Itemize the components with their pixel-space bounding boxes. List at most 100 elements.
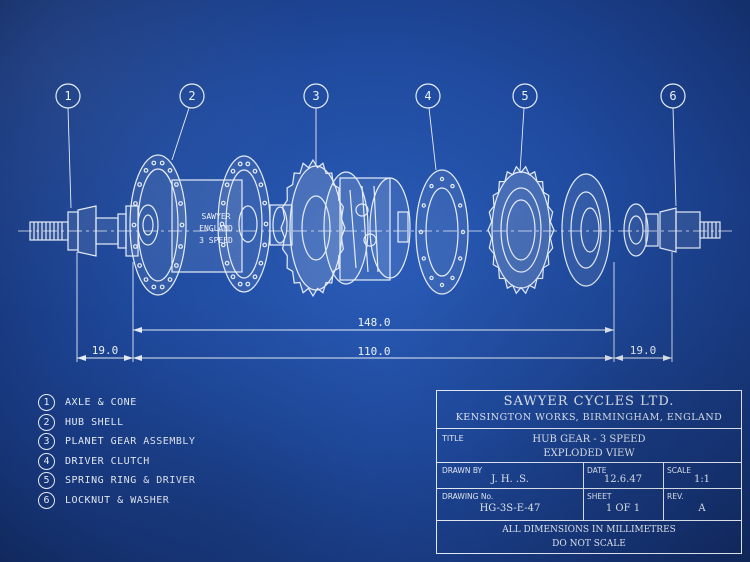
company-name: SAWYER CYCLES LTD. — [503, 394, 675, 409]
spoke-hole — [262, 242, 268, 248]
dimension-note: ALL DIMENSIONS IN MILLIMETRES — [502, 525, 676, 535]
spoke-hole — [252, 274, 258, 280]
drawing-no-value: HG-3S-E-47 — [479, 503, 541, 514]
legend-number: 4 — [38, 452, 55, 470]
spoke-hole — [159, 160, 165, 166]
callout-4: 4 — [415, 83, 441, 171]
driver-clutch-ring — [415, 169, 469, 295]
gear-teeth-outline — [487, 165, 555, 295]
spoke-hole — [137, 263, 143, 268]
sheet-label: SHEET — [587, 492, 612, 501]
title-row: TITLE HUB GEAR - 3 SPEED EXPLODED VIEW — [437, 429, 741, 463]
callout-6-label: 6 — [669, 89, 676, 103]
date-label: DATE — [587, 466, 607, 475]
axle-cone-left — [29, 205, 139, 257]
spoke-hole — [179, 222, 185, 228]
shell-text-line1: SAWYER — [202, 212, 231, 221]
scale-label: SCALE — [667, 466, 692, 475]
spoke-hole — [439, 176, 445, 182]
scale-value: 1:1 — [693, 474, 711, 485]
sheet-value: 1 OF 1 — [605, 503, 641, 514]
legend-number: 1 — [38, 394, 55, 412]
spoke-hole — [450, 275, 455, 281]
spring-ring-driver — [487, 165, 555, 295]
dimension-shell: 110.0 — [133, 345, 614, 361]
hub-shell: SAWYER ENGLAND 3 SPEED — [129, 154, 271, 296]
drawing-number-row: DRAWING No. HG-3S-E-47 SHEET 1 OF 1 REV.… — [437, 489, 741, 521]
shell-text-line2: ENGLAND — [199, 224, 233, 233]
spoke-hole — [258, 260, 264, 266]
spoke-hole — [220, 242, 226, 248]
spoke-hole — [159, 284, 165, 290]
legend-item: 1 AXLE & CONE — [38, 393, 195, 413]
dimension-right-end: 19.0 — [614, 252, 673, 362]
legend-item: 6 LOCKNUT & WASHER — [38, 491, 195, 511]
spoke-hole — [224, 260, 230, 266]
company-address: KENSINGTON WORKS, BIRMINGHAM, ENGLAND — [455, 412, 723, 423]
legend-number: 5 — [38, 472, 55, 490]
spoke-hole — [137, 182, 143, 187]
spoke-hole — [224, 182, 230, 188]
bearing-cup — [561, 173, 611, 287]
legend-item: 5 SPRING RING & DRIVER — [38, 471, 195, 491]
legend-number: 2 — [38, 413, 55, 431]
dimension-right-label: 19.0 — [630, 344, 657, 357]
legend-number: 6 — [38, 491, 55, 509]
drawing-title-line1: HUB GEAR - 3 SPEED — [532, 434, 646, 445]
spoke-hole — [178, 201, 184, 206]
spoke-hole — [460, 229, 466, 235]
shell-text-line3: 3 SPEED — [199, 236, 233, 245]
spoke-hole — [421, 256, 426, 261]
callout-1: 1 — [55, 83, 81, 209]
spoke-hole — [439, 282, 445, 288]
title-label: TITLE — [442, 434, 464, 443]
scale-note: DO NOT SCALE — [552, 539, 626, 549]
callout-5-label: 5 — [521, 89, 528, 103]
drawn-by-value: J. H. .S. — [491, 474, 529, 485]
rev-label: REV. — [667, 492, 684, 501]
spoke-hole — [151, 160, 157, 166]
drawn-by-label: DRAWN BY — [442, 466, 483, 475]
dimension-overall-label: 148.0 — [357, 316, 390, 329]
title-block: SAWYER CYCLES LTD. KENSINGTON WORKS, BIR… — [436, 390, 742, 554]
legend-label: PLANET GEAR ASSEMBLY — [65, 436, 196, 448]
date-value: 12.6.47 — [603, 474, 643, 485]
spoke-hole — [263, 221, 269, 227]
spoke-hole — [219, 221, 225, 227]
spoke-hole — [132, 244, 138, 249]
parts-legend: 1 AXLE & CONE 2 HUB SHELL 3 PLANET GEAR … — [38, 393, 195, 510]
spoke-hole — [167, 277, 173, 283]
dimension-left-label: 19.0 — [92, 344, 119, 357]
spoke-hole — [458, 256, 463, 261]
locknut-washer-right — [623, 203, 721, 257]
spoke-hole — [252, 168, 258, 174]
spoke-hole — [230, 168, 236, 174]
spoke-hole — [237, 161, 243, 167]
callout-4-label: 4 — [424, 89, 431, 103]
legend-label: DRIVER CLUTCH — [65, 455, 150, 467]
dimension-shell-label: 110.0 — [357, 345, 390, 358]
legend-label: HUB SHELL — [65, 416, 124, 428]
spoke-hole — [131, 222, 137, 228]
spoke-hole — [132, 201, 138, 206]
spoke-hole — [220, 200, 226, 206]
spoke-hole — [173, 182, 179, 187]
spoke-hole — [262, 200, 268, 206]
spoke-hole — [245, 281, 251, 287]
spoke-hole — [429, 183, 434, 189]
legend-item: 4 DRIVER CLUTCH — [38, 452, 195, 472]
spoke-hole — [143, 277, 149, 283]
callout-6: 6 — [660, 83, 686, 207]
legend-item: 2 HUB SHELL — [38, 413, 195, 433]
spoke-hole — [429, 275, 434, 281]
spoke-hole — [173, 263, 179, 268]
legend-label: AXLE & CONE — [65, 397, 137, 409]
callout-2-label: 2 — [188, 89, 195, 103]
spoke-hole — [237, 281, 243, 287]
spoke-hole — [151, 284, 157, 290]
drawing-no-label: DRAWING No. — [442, 492, 494, 501]
legend-number: 3 — [38, 433, 55, 451]
spoke-hole — [258, 182, 264, 188]
spoke-hole — [458, 203, 463, 208]
